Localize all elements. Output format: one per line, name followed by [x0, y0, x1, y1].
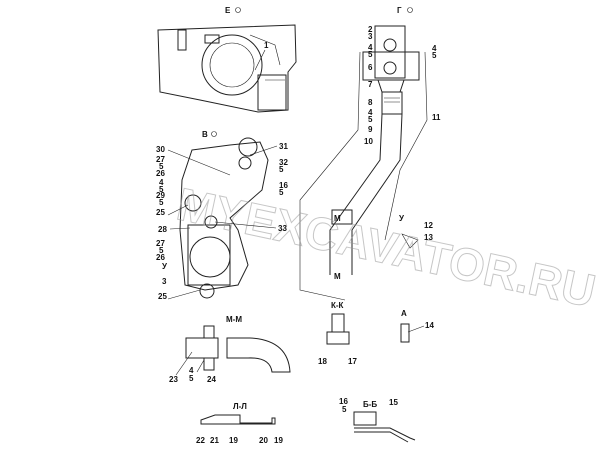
callout: 9: [368, 125, 373, 134]
callout: 4: [368, 108, 373, 117]
callout: 16: [279, 181, 288, 190]
view-a-title: А: [401, 309, 407, 318]
view-kk-drawing: [326, 313, 350, 345]
view-u-marker: У: [399, 214, 405, 223]
callout: 2: [368, 25, 373, 34]
callout: 27: [156, 155, 165, 164]
view-bb-drawing: [353, 411, 416, 443]
view-g-title: Г: [397, 6, 402, 15]
callout: 27: [156, 239, 165, 248]
view-mm-title: М-М: [226, 315, 242, 324]
view-v-marker-icon: [211, 131, 217, 137]
section-m-marker: М: [334, 272, 341, 281]
callout: 25: [158, 292, 167, 301]
callout: 20: [259, 436, 268, 445]
callout: 4: [189, 366, 194, 375]
callout: 18: [318, 357, 327, 366]
callout: 26: [156, 169, 165, 178]
callout: 17: [348, 357, 357, 366]
watermark: MYEXCAVATOR.RU: [173, 178, 600, 317]
callouts: 1 2 3 4 5 6 4 5 7 8 4 5 9 10 11 30 27 5 …: [156, 25, 441, 445]
callout: 24: [207, 375, 216, 384]
callout: 4: [432, 44, 437, 53]
callout: 22: [196, 436, 205, 445]
callout: 5: [159, 198, 164, 207]
callout: 5: [279, 165, 284, 174]
callout: 32: [279, 158, 288, 167]
callout: 5: [368, 115, 373, 124]
view-kk-title: К-К: [331, 301, 344, 310]
callout: 31: [279, 142, 288, 151]
view-g-marker-icon: [407, 7, 413, 13]
callout: 5: [159, 185, 164, 194]
callout: 4: [368, 43, 373, 52]
callout: 21: [210, 436, 219, 445]
callout: 16: [339, 397, 348, 406]
callout: 26: [156, 253, 165, 262]
callout: 4: [159, 178, 164, 187]
callout: 5: [279, 188, 284, 197]
callout: 1: [264, 41, 269, 50]
callout: 5: [159, 246, 164, 255]
callout: 30: [156, 145, 165, 154]
callout: 13: [424, 233, 433, 242]
callout: 6: [368, 63, 373, 72]
view-bb-title: Б-Б: [363, 400, 377, 409]
callout: 19: [229, 436, 238, 445]
callout: 5: [432, 51, 437, 60]
callout: 33: [278, 224, 287, 233]
callout: 15: [389, 398, 398, 407]
callout: 11: [432, 113, 441, 122]
view-e-drawing: [157, 24, 297, 113]
callout: 23: [169, 375, 178, 384]
callout: 29: [156, 191, 165, 200]
callout: 5: [368, 50, 373, 59]
callout: 7: [368, 80, 373, 89]
view-e-marker-icon: [235, 7, 241, 13]
callout: 28: [158, 225, 167, 234]
view-v-drawing: [179, 137, 269, 299]
view-a-drawing: [400, 323, 410, 343]
view-g-drawing: [299, 25, 428, 301]
callout: 5: [159, 162, 164, 171]
view-e-title: Е: [225, 6, 231, 15]
section-m-marker: М: [334, 214, 341, 223]
callout: 25: [156, 208, 165, 217]
view-mm-drawing: [185, 325, 291, 373]
callout: 14: [425, 321, 434, 330]
callout: 5: [342, 405, 347, 414]
callout: У: [162, 262, 168, 271]
callout: 5: [189, 374, 194, 383]
view-ll-title: Л-Л: [233, 402, 247, 411]
callout: 3: [162, 277, 167, 286]
callout: 19: [274, 436, 283, 445]
callout: 10: [364, 137, 373, 146]
view-v-title: В: [202, 130, 208, 139]
callout: 12: [424, 221, 433, 230]
callout: 8: [368, 98, 373, 107]
view-ll-drawing: [200, 414, 276, 425]
callout: 3: [368, 32, 373, 41]
